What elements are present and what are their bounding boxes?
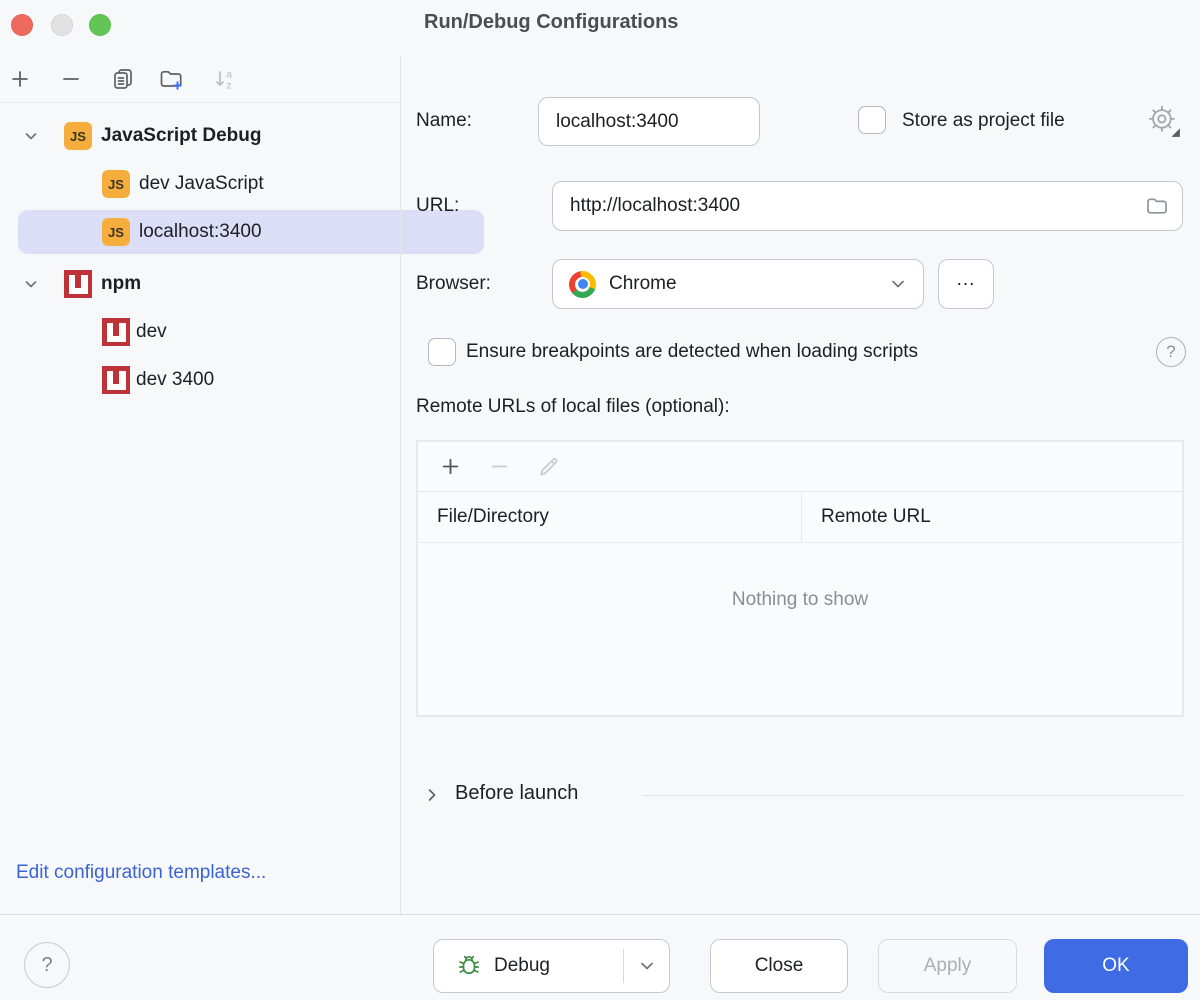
tree-item-label: dev 3400 — [136, 369, 215, 390]
bug-icon — [458, 955, 480, 975]
javascript-icon: JS — [64, 122, 92, 150]
chevron-down-icon[interactable] — [23, 128, 39, 144]
browse-browsers-button[interactable]: ... — [938, 259, 994, 309]
store-as-project-file-label: Store as project file — [902, 110, 1065, 131]
ensure-breakpoints-label: Ensure breakpoints are detected when loa… — [466, 341, 919, 362]
dialog-help-icon[interactable]: ? — [24, 942, 70, 988]
url-input[interactable] — [552, 181, 1183, 231]
tree-item-label: dev — [136, 321, 167, 342]
npm-icon — [102, 366, 130, 394]
tree-item-dev-javascript[interactable]: JS dev JavaScript — [0, 160, 502, 208]
chevron-down-icon[interactable] — [23, 276, 39, 292]
new-folder-button[interactable] — [156, 64, 186, 94]
table-add-button[interactable] — [437, 453, 464, 480]
svg-text:z: z — [227, 81, 232, 92]
name-label: Name: — [416, 110, 472, 131]
minus-icon — [63, 78, 79, 80]
table-empty-text: Nothing to show — [731, 589, 869, 610]
tree-item-label: dev JavaScript — [139, 173, 264, 194]
before-launch-toggle[interactable]: Before launch — [455, 782, 579, 804]
copy-icon — [114, 69, 132, 89]
npm-icon — [102, 318, 130, 346]
url-label: URL: — [416, 195, 460, 216]
tree-item-label: localhost:3400 — [139, 221, 262, 242]
table-edit-button[interactable] — [535, 453, 562, 480]
browse-folder-icon[interactable] — [1144, 193, 1170, 219]
close-button[interactable]: Close — [710, 939, 848, 993]
debug-options-dropdown[interactable] — [624, 940, 669, 992]
javascript-icon: JS — [102, 170, 130, 198]
name-input[interactable] — [538, 97, 760, 146]
store-settings-gear-icon[interactable] — [1146, 103, 1182, 139]
chrome-icon — [569, 270, 596, 298]
ok-button[interactable]: OK — [1044, 939, 1188, 993]
copy-configuration-button[interactable] — [108, 64, 138, 94]
tree-item-label: npm — [101, 273, 142, 294]
url-field — [552, 181, 1183, 231]
split-button-divider — [623, 949, 624, 983]
minimize-window-button[interactable] — [51, 14, 73, 36]
chevron-down-icon — [640, 962, 653, 970]
javascript-icon: JS — [102, 218, 130, 246]
apply-button[interactable]: Apply — [878, 939, 1017, 993]
add-configuration-button[interactable] — [5, 64, 35, 94]
new-folder-icon — [160, 70, 182, 90]
table-body: Nothing to show — [418, 543, 1182, 715]
svg-text:a: a — [227, 70, 233, 81]
plus-icon — [12, 71, 28, 87]
browser-label: Browser: — [416, 273, 491, 294]
tree-item-dev-3400[interactable]: dev 3400 — [0, 356, 502, 404]
tree-item-npm[interactable]: npm — [0, 260, 423, 308]
table-header-row: File/Directory Remote URL — [418, 492, 1182, 543]
footer-divider — [0, 914, 1200, 915]
breakpoints-help-icon[interactable]: ? — [1156, 337, 1186, 367]
sidebar-divider — [400, 55, 401, 914]
chevron-down-icon — [892, 280, 904, 288]
remote-urls-toolbar — [418, 442, 1182, 492]
close-window-button[interactable] — [11, 14, 33, 36]
tree-item-label: JavaScript Debug — [101, 125, 262, 146]
browser-select-value: Chrome — [609, 273, 677, 294]
tree-item-javascript-debug[interactable]: JS JavaScript Debug — [0, 112, 423, 160]
dialog-title: Run/Debug Configurations — [424, 11, 679, 33]
table-remove-button[interactable] — [486, 453, 513, 480]
remote-urls-table: File/Directory Remote URL Nothing to sho… — [416, 440, 1184, 717]
browser-select[interactable]: Chrome — [552, 259, 924, 309]
tree-item-dev[interactable]: dev — [0, 308, 502, 356]
remove-configuration-button[interactable] — [56, 64, 86, 94]
ensure-breakpoints-checkbox[interactable] — [428, 338, 456, 366]
zoom-window-button[interactable] — [89, 14, 111, 36]
pencil-icon — [540, 457, 558, 476]
debug-button[interactable]: Debug — [433, 939, 670, 993]
edit-configuration-templates-link[interactable]: Edit configuration templates... — [16, 862, 267, 883]
before-launch-divider — [642, 795, 1184, 796]
sort-alphabetically-icon: az — [216, 70, 233, 92]
store-as-project-file-checkbox[interactable] — [858, 106, 886, 134]
minus-icon — [491, 465, 508, 468]
debug-button-label: Debug — [494, 955, 550, 976]
configurations-tree: JS JavaScript Debug JS dev JavaScript JS… — [0, 112, 484, 404]
npm-icon — [64, 270, 92, 298]
plus-icon — [442, 458, 459, 475]
table-header-file-directory: File/Directory — [418, 492, 802, 542]
chevron-right-icon[interactable] — [423, 786, 441, 804]
table-header-remote-url: Remote URL — [821, 506, 931, 527]
tree-item-localhost-3400[interactable]: JS localhost:3400 — [0, 208, 502, 256]
remote-urls-label: Remote URLs of local files (optional): — [416, 396, 730, 417]
